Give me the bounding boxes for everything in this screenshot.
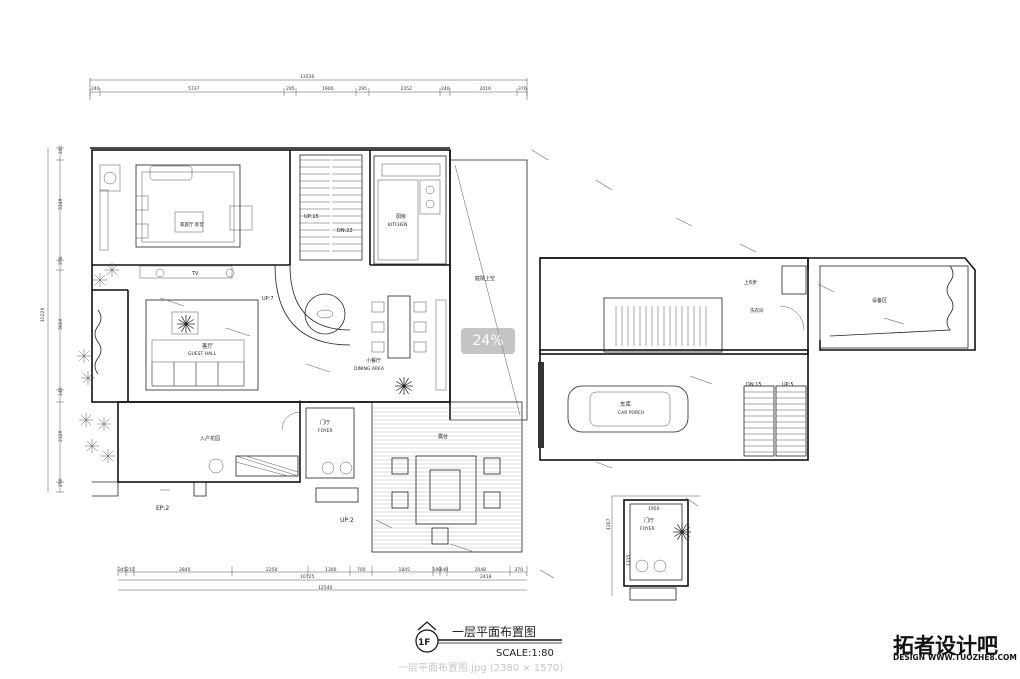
stair-label-up15: UP:15 xyxy=(304,214,319,220)
room-label-store: 设备区 xyxy=(872,297,887,304)
top-dimensions: 13550 240 5737 295 1900 295 2352 240 2016 370 xyxy=(89,74,528,100)
dim-left-segment: 2320 xyxy=(58,430,64,442)
room-label-garage-cn: 车库 xyxy=(620,400,632,408)
room-label-dining-en: DINING AREA xyxy=(354,366,385,372)
annotation-leaders xyxy=(159,149,905,579)
logo-sub-right: WWW.TUOZHE8.COM xyxy=(927,653,1017,662)
room-label-garage-en: CAR PORCH xyxy=(618,410,644,416)
dim-bottom-segment: 2250 xyxy=(266,567,278,573)
level-badge-text: 1F xyxy=(418,638,430,648)
dim-bottom-segment: 700 xyxy=(357,567,366,573)
logo-main-text: 拓者设计吧 xyxy=(893,634,998,658)
stair-label-up2: UP:2 xyxy=(340,517,354,524)
title-block: 1F 一层平面布置图 SCALE:1:80 xyxy=(415,621,562,659)
dim-top-segment: 2352 xyxy=(401,86,413,92)
room-label-upstairs: 上6步 xyxy=(744,279,757,286)
dim-left-segment: 250 xyxy=(58,478,64,487)
dim-left-segment: 3349 xyxy=(58,198,64,210)
drawing-title: 一层平面布置图 xyxy=(452,625,536,639)
room-label-foyer-en: FOYER xyxy=(318,428,333,434)
room-label-guest-en: GUEST HALL xyxy=(188,351,217,357)
level-badge-circle xyxy=(415,629,439,653)
dim-left-total: 10229 xyxy=(40,308,46,322)
main-house: 庭院上空 家庭厅 影音 TV 客厅 GUEST HALL UP:15 DN:22 xyxy=(77,147,954,553)
dim-bottom-segment: 240 xyxy=(440,567,449,573)
room-label-foyer-cn: 门厅 xyxy=(320,419,330,426)
dim-bottom-segment: 370 xyxy=(515,567,524,573)
dim-left-segment: 240 xyxy=(58,145,64,154)
room-label-dining-cn: 小餐厅 xyxy=(366,357,381,364)
foyer2-dim-left1: 1207 xyxy=(606,518,612,530)
room-label-laundry: 洗衣间 xyxy=(750,307,764,314)
stair-label-up5: UP:5 xyxy=(782,382,794,388)
dim-bottom-segment: 1300 xyxy=(325,567,337,573)
garage-wing: 设备区 上6步 洗衣间 车库 CAR PORCH DN:15 UP:5 xyxy=(538,257,976,461)
dim-top-total: 13550 xyxy=(300,74,314,80)
dim-top-segment: 5737 xyxy=(188,86,200,92)
dim-bottom-segment: 345 xyxy=(118,567,127,573)
stair-label-up7: UP:7 xyxy=(262,296,274,302)
dim-bottom-total: 12540 xyxy=(318,585,332,591)
dim-top-segment: 1900 xyxy=(322,86,334,92)
foyer2-label-cn: 门厅 xyxy=(644,517,654,524)
stair-label-ep2: EP:2 xyxy=(156,505,169,512)
room-label-living: 家庭厅 影音 xyxy=(180,221,204,228)
room-label-void: 庭院上空 xyxy=(475,275,495,282)
dim-top-segment: 295 xyxy=(359,86,368,92)
drawing-scale: SCALE:1:80 xyxy=(496,648,554,659)
dim-bottom-segment: 2840 xyxy=(179,567,191,573)
logo-sub-left: DESIGN xyxy=(893,653,925,662)
room-label-guest-cn: 客厅 xyxy=(202,342,214,350)
dim-top-segment: 240 xyxy=(441,86,450,92)
dim-bottom-segment: 2048 xyxy=(475,567,487,573)
dim-top-segment: 370 xyxy=(518,86,527,92)
foyer-detail: 门厅 FOYER 1950 1207 1335 xyxy=(606,495,700,601)
left-dimensions: 10229 240 3349 256 3600 240 2320 250 xyxy=(40,145,64,493)
foyer2-label-en: FOYER xyxy=(640,526,655,532)
room-label-entrance: 入户花园 xyxy=(200,435,220,442)
filename-caption: 一层平面布置图.jpg (2380 × 1570) xyxy=(398,663,564,674)
dim-top-segment: 240 xyxy=(91,86,100,92)
stair-label-dn22: DN:22 xyxy=(337,228,353,234)
dim-bottom-sub1: 10125 xyxy=(300,574,314,580)
foyer2-dim-left2: 1335 xyxy=(626,554,632,566)
tv-label: TV xyxy=(191,271,199,277)
dim-left-segment: 240 xyxy=(58,387,64,396)
dim-bottom-segment: 190 xyxy=(433,567,442,573)
zoom-level-badge: 24% xyxy=(461,328,515,354)
dim-bottom-segment: 215 xyxy=(126,567,135,573)
foyer2-dim-top: 1950 xyxy=(648,506,660,512)
dim-left-segment: 3600 xyxy=(58,318,64,330)
dim-top-segment: 2016 xyxy=(480,86,492,92)
room-label-kitchen-en: KITCHEN xyxy=(388,222,408,228)
room-label-terrace: 露台 xyxy=(438,433,448,440)
dim-bottom-sub2: 2418 xyxy=(480,574,492,580)
dim-bottom-segment: 1845 xyxy=(399,567,411,573)
dim-left-segment: 256 xyxy=(58,256,64,265)
room-label-kitchen-cn: 厨房 xyxy=(396,213,406,220)
dim-top-segment: 295 xyxy=(286,86,295,92)
stair-label-dn15: DN:15 xyxy=(746,382,762,388)
